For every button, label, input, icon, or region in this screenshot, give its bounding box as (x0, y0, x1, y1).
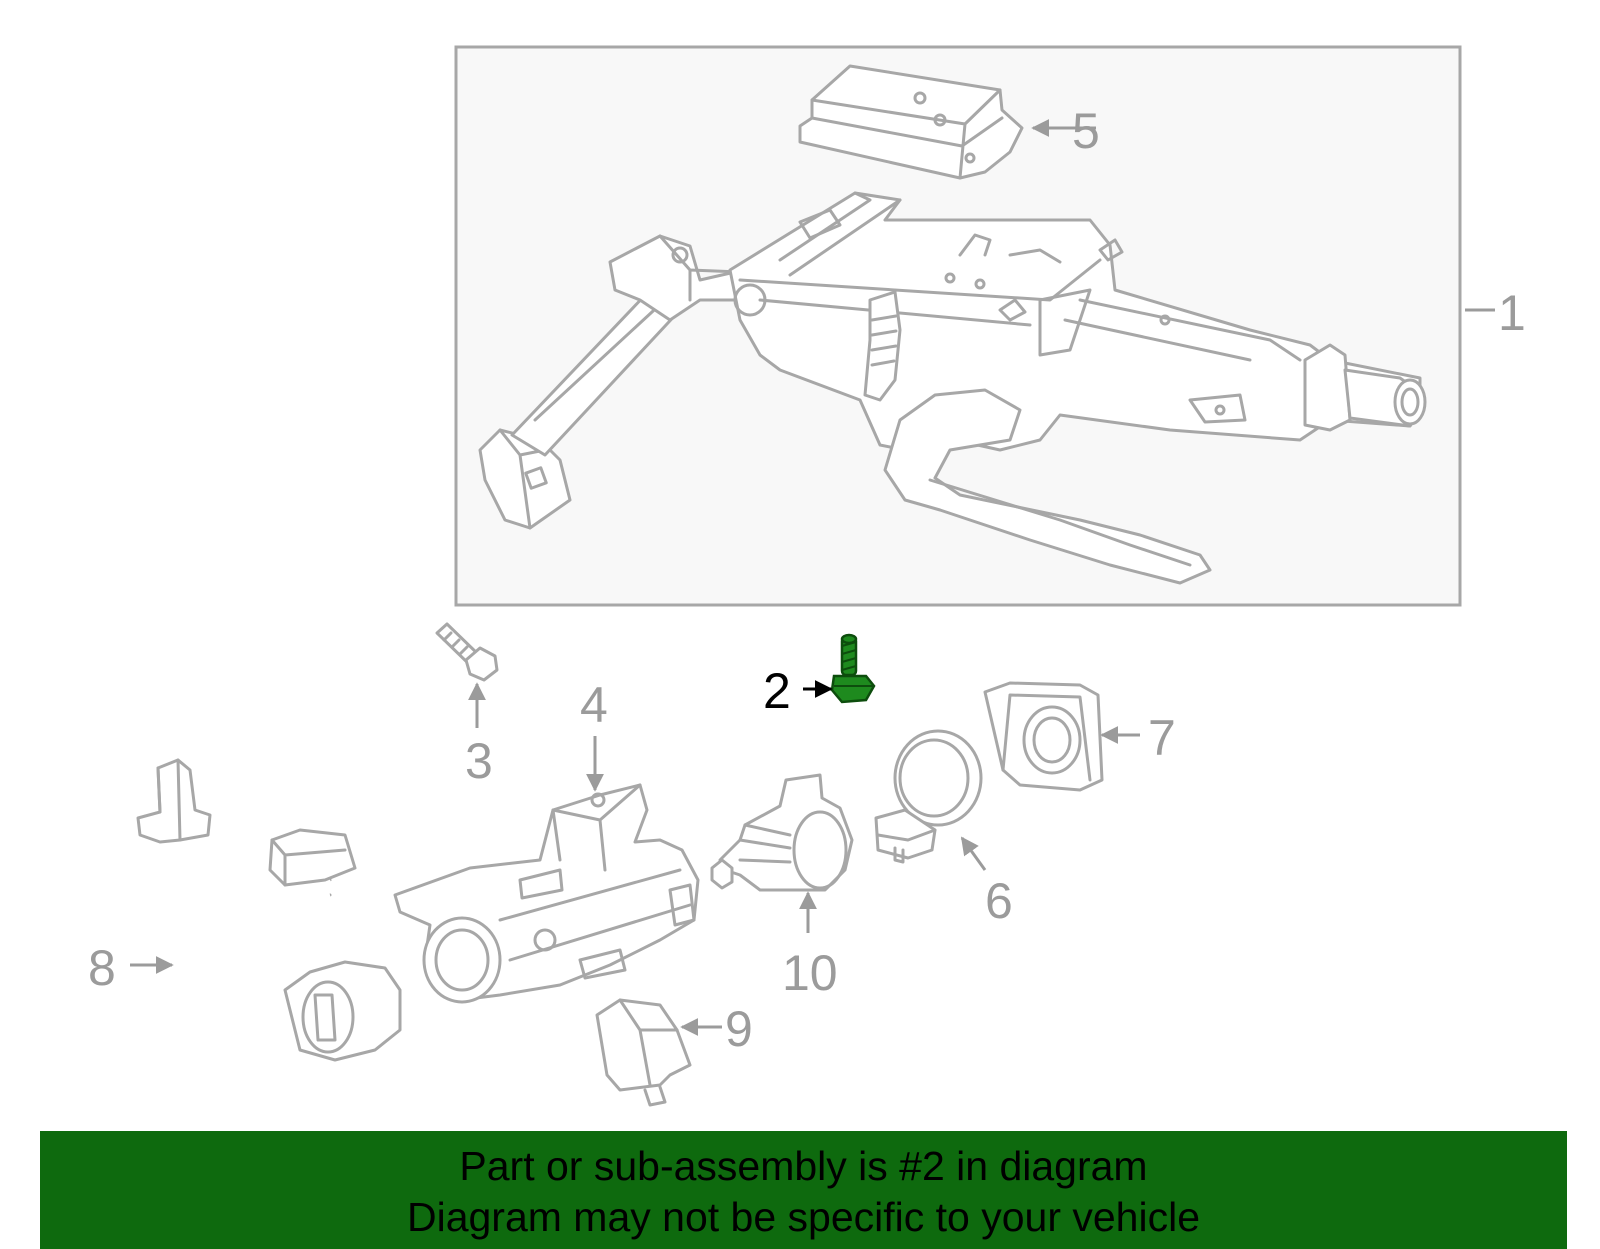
info-banner: Part or sub-assembly is #2 in diagram Di… (40, 1131, 1567, 1249)
callout-4: 4 (580, 677, 608, 733)
part-3-bolt[interactable] (435, 622, 499, 682)
callout-8: 8 (88, 940, 116, 996)
callout-10: 10 (782, 945, 838, 1001)
part-9-switch[interactable] (595, 998, 692, 1107)
callout-2[interactable]: 2 (763, 663, 791, 719)
parts-diagram: 5 1 2 3 4 7 6 10 8 9 (88, 45, 1526, 1107)
callout-6: 6 (985, 873, 1013, 929)
part-2-bolt-highlighted[interactable] (830, 633, 876, 704)
callout-7: 7 (1148, 710, 1176, 766)
banner-line-1: Part or sub-assembly is #2 in diagram (459, 1143, 1148, 1189)
callout-9: 9 (725, 1001, 753, 1057)
banner-line-2: Diagram may not be specific to your vehi… (406, 1194, 1200, 1240)
callout-5: 5 (1072, 103, 1100, 159)
part-6-antenna-ring[interactable] (874, 729, 983, 864)
callout-1: 1 (1498, 285, 1526, 341)
leader-lines (130, 119, 1495, 1036)
callout-3: 3 (465, 733, 493, 789)
part-8-wiring-harness[interactable] (136, 758, 402, 1062)
part-7-bezel[interactable] (983, 681, 1104, 792)
part-10-lock-cylinder[interactable] (710, 773, 854, 892)
part-4-ignition-housing[interactable] (393, 783, 700, 1004)
part-1-steering-column[interactable] (478, 191, 1427, 585)
part-5-module[interactable] (798, 64, 1024, 180)
